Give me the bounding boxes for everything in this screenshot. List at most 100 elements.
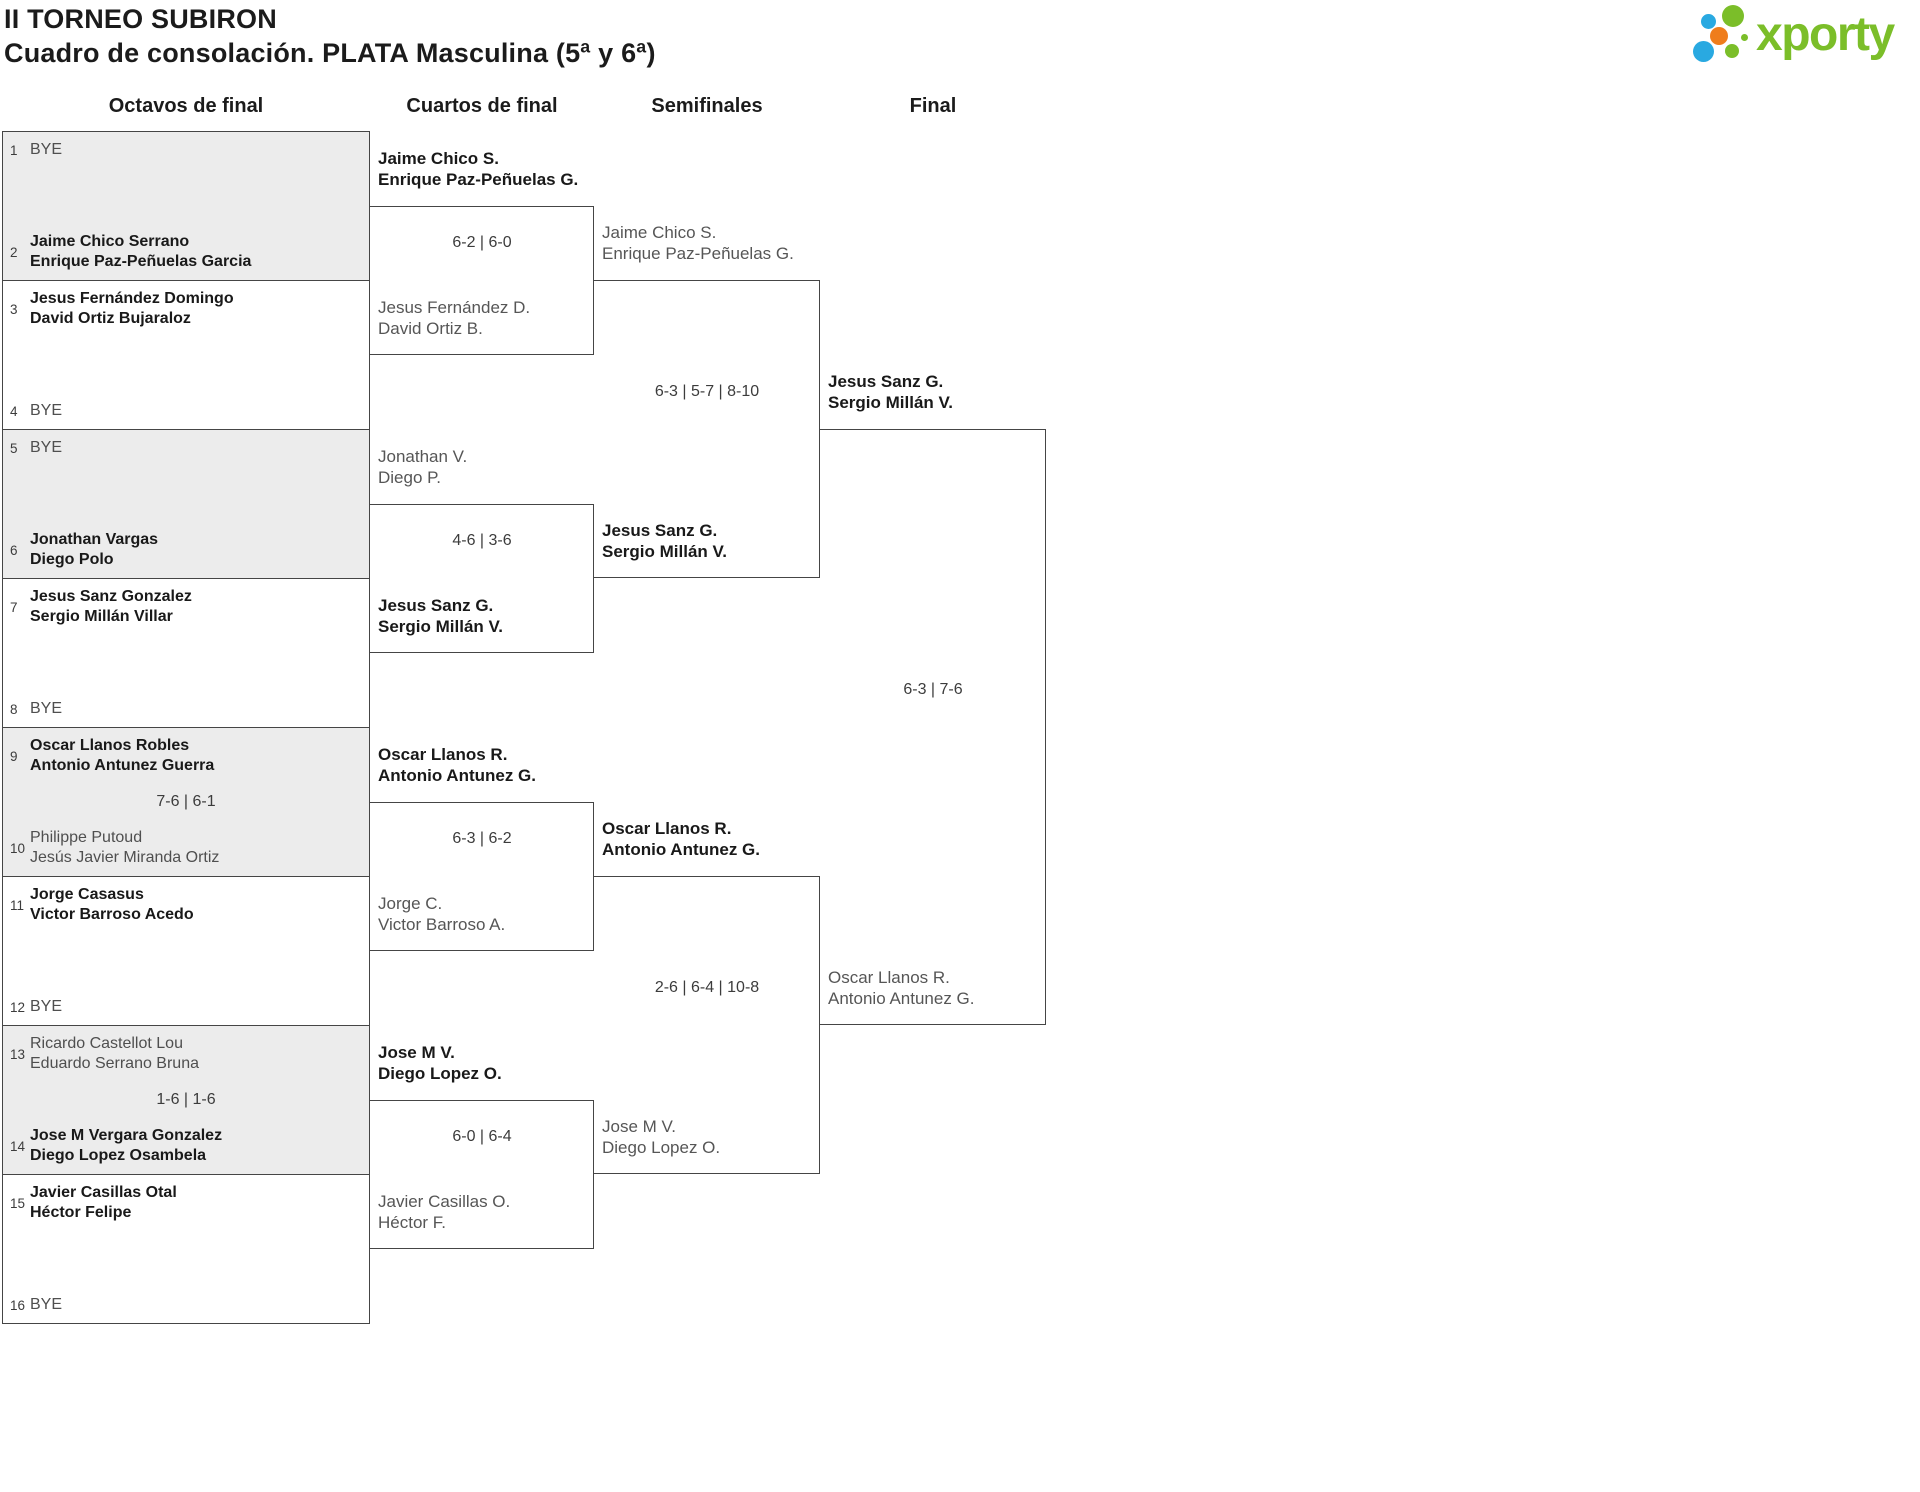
participant-name: Sergio Millán V. [828,393,954,412]
match-box [594,876,820,1174]
participant-seed: 3 [10,301,18,317]
dot-green-small-icon [1725,44,1739,58]
participant-name: Sergio Millán V. [378,616,504,636]
team-label: Jorge C.Victor Barroso A. [378,893,505,935]
team-label: Javier Casillas O.Héctor F. [378,1191,510,1233]
team-label: Jose M V.Diego Lopez O. [602,1116,720,1158]
participant-name: Sergio Millán V. [602,542,728,561]
participant-seed: 9 [10,748,18,764]
participant-name: Jesus Sanz G. [828,372,944,391]
match-score: 4-6 | 3-6 [452,532,512,549]
dot-orange-icon [1710,27,1728,45]
participant-name: BYE [30,402,63,419]
participant-name: BYE [30,700,63,717]
winner-team-label: Jesus Sanz G. Sergio Millán V. [828,371,953,413]
match-score: 6-3 | 6-2 [452,830,512,847]
round-header-semifinales: Semifinales [651,95,763,117]
participant-name: Jose M V. [378,1042,455,1062]
winner-team-label: Jaime Chico S.Enrique Paz-Peñuelas G. [378,148,578,190]
participant-name: BYE [30,998,63,1015]
participant-row: 1 BYE [10,140,365,160]
participant-name: Jorge Casasus [30,886,144,903]
participant-name: BYE [30,439,63,456]
participant-seed: 6 [10,542,18,558]
participant-name: Héctor Felipe [30,1204,132,1221]
participant-name: Victor Barroso Acedo [30,906,194,923]
participant-name: Jaime Chico S. [378,148,499,168]
winner-team-label: Jesus Sanz G. Sergio Millán V. [602,520,727,562]
participant-seed: 7 [10,599,18,615]
participant-name: Diego P. [378,467,442,487]
page-title: II TORNEO SUBIRON [4,4,277,34]
participant-seed: 10 [10,840,26,856]
participant-seed: 1 [10,142,18,158]
winner-team-label: Jose M V.Diego Lopez O. [378,1042,502,1084]
participant-names: BYE [30,1295,62,1315]
winner-team-label: Jesus Sanz G.Sergio Millán V. [378,595,503,637]
match-box [370,205,594,355]
participant-name: Héctor F. [378,1212,447,1232]
match-score: 6-2 | 6-0 [452,234,512,251]
participant-name: Jose M Vergara Gonzalez [30,1127,223,1144]
match-score: 6-0 | 6-4 [452,1128,512,1145]
match-score: 1-6 | 1-6 [156,1091,216,1108]
participant-name: Jesus Fernández D. [378,297,531,317]
participant-name: Jesus Sanz G. [602,521,718,540]
participant-name: Antonio Antunez G. [602,840,761,859]
participant-names: BYE [30,140,62,160]
round-header-final: Final [909,95,957,117]
participant-name: BYE [30,141,63,158]
participant-seed: 12 [10,999,26,1015]
match-score: 2-6 | 6-4 | 10-8 [654,979,760,996]
participant-name: Philippe Putoud [30,829,143,846]
participant-name: Jesus Fernández Domingo [30,290,234,307]
participant-name: Oscar Llanos Robles [30,737,190,754]
match-score: 6-3 | 7-6 [903,681,963,698]
round-header-cuartos: Cuartos de final [406,95,558,117]
participant-seed: 4 [10,403,18,419]
participant-names: BYE [30,997,62,1017]
dot-blue-small-icon [1700,13,1716,29]
participant-seed: 5 [10,440,18,456]
participant-seed: 15 [10,1195,26,1211]
participant-name: Jorge C. [378,893,443,913]
participant-name: Javier Casillas O. [378,1191,511,1211]
participant-name: Jesus Sanz G. [378,595,494,615]
participant-name: Jaime Chico S. [602,223,717,242]
participant-name: Oscar Llanos R. [378,744,508,764]
page-subtitle: Cuadro de consolación. PLATA Masculina (… [4,38,656,68]
team-label: Jesus Fernández D.David Ortiz B. [378,297,530,339]
participant-name: Enrique Paz-Peñuelas Garcia [30,253,252,270]
participant-name: Antonio Antunez G. [378,765,537,785]
participant-name: Javier Casillas Otal [30,1184,177,1201]
xporty-logo: xporty [1690,0,1918,76]
participant-name: Antonio Antunez G. [828,989,975,1008]
match-box [370,503,594,653]
participant-name: Jesus Sanz Gonzalez [30,588,192,605]
team-label: Oscar Llanos R.Antonio Antunez G. [828,967,975,1009]
participant-name: Jose M V. [602,1117,677,1136]
participant-name: BYE [30,1296,63,1313]
participant-name: Ricardo Castellot Lou [30,1035,183,1052]
participant-name: Eduardo Serrano Bruna [30,1055,199,1072]
